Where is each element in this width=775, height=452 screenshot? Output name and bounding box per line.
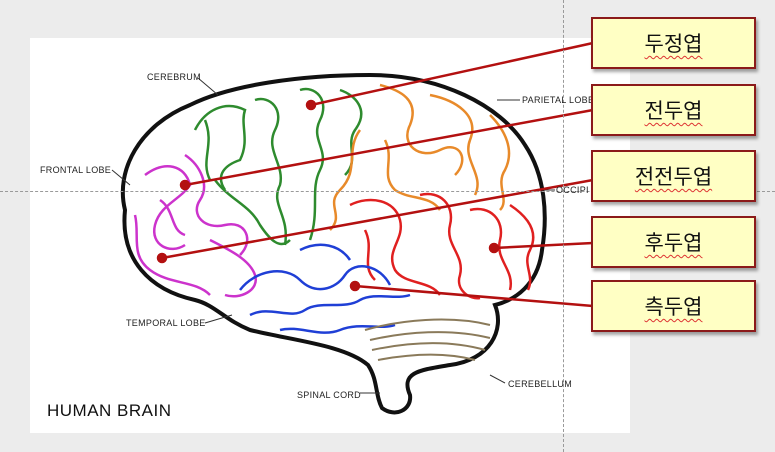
label-parietal-lobe: PARIETAL LOBE (522, 95, 595, 105)
callout-text: 전두엽 (644, 99, 703, 123)
label-spinal-cord: SPINAL CORD (297, 390, 361, 400)
magenta-gyri (133, 153, 257, 298)
callout-box-occipital[interactable]: 후두엽 (591, 216, 756, 268)
callout-box-temporal[interactable]: 측두엽 (591, 280, 756, 332)
orange-gyri (329, 83, 511, 231)
cerebellum-folia (364, 318, 491, 361)
callout-text: 두정엽 (644, 32, 703, 56)
callout-lines (156, 41, 594, 308)
callout-text: 측두엽 (644, 295, 703, 319)
label-occipital-lobe: OCCIPI (556, 185, 589, 195)
callout-text: 전전두엽 (634, 165, 713, 189)
callout-text: 후두엽 (644, 231, 703, 255)
callout-box-frontal[interactable]: 전두엽 (591, 84, 756, 136)
label-leaders (111, 77, 555, 394)
callout-box-prefrontal[interactable]: 전전두엽 (591, 150, 756, 202)
diagram-title: HUMAN BRAIN (47, 401, 172, 420)
label-cerebellum: CEREBELLUM (508, 379, 573, 389)
brain-outline (120, 72, 547, 415)
label-frontal-lobe: FRONTAL LOBE (40, 165, 112, 175)
label-cerebrum: CEREBRUM (147, 72, 201, 82)
callout-box-parietal[interactable]: 두정엽 (591, 17, 756, 69)
blue-gyri (239, 243, 411, 334)
label-temporal-lobe: TEMPORAL LOBE (126, 318, 206, 328)
guide-line-vertical (563, 0, 564, 452)
guide-line-horizontal (0, 191, 775, 192)
red-gyri (349, 192, 535, 300)
